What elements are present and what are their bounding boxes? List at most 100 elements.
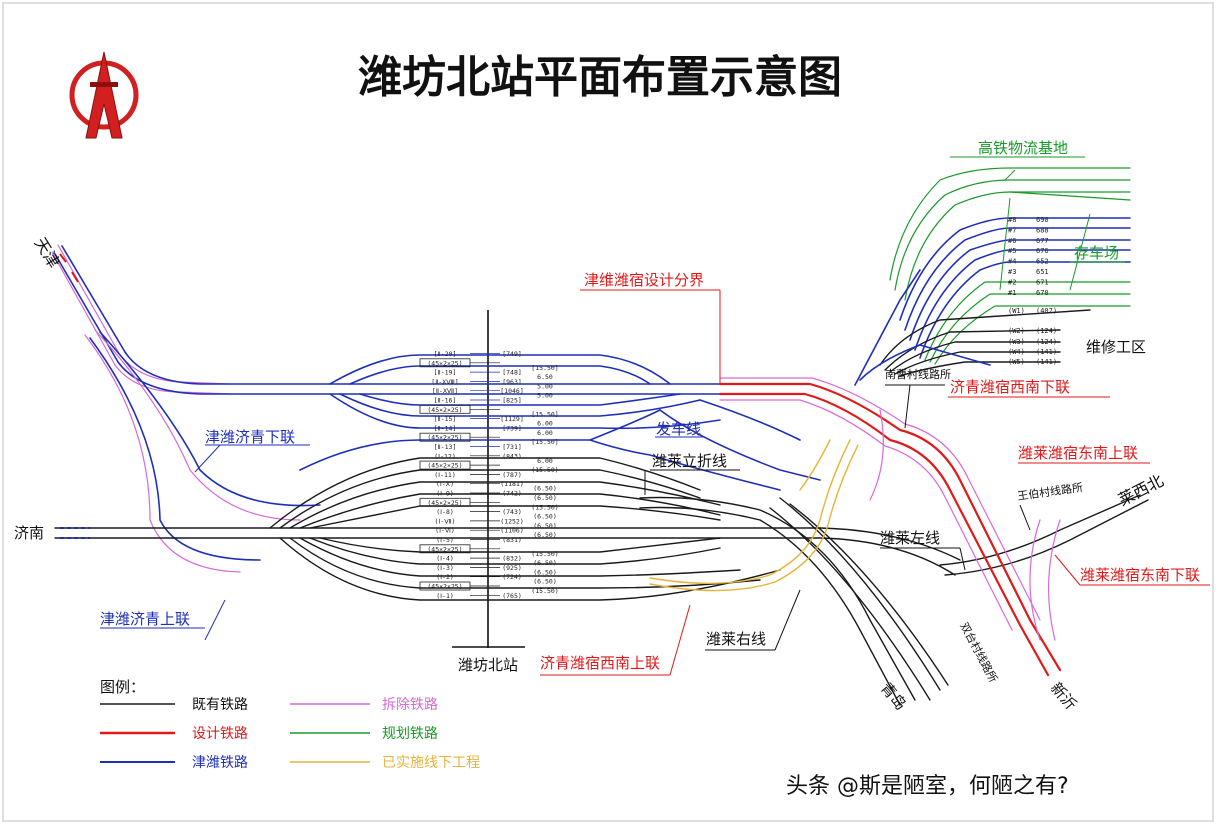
yard-track-name: [Ⅱ-XⅧ] xyxy=(431,378,458,386)
label-jinwei-jiqing-up: 津潍济青上联 xyxy=(100,610,190,628)
maintenance-track-name: (W3) xyxy=(1008,338,1025,346)
label-weilai-turnback: 潍莱立折线 xyxy=(652,452,727,470)
yard-track-length: [1129] xyxy=(500,415,523,423)
yard-track-length: [1046] xyxy=(500,387,523,395)
design-railway xyxy=(718,377,1062,677)
storage-track-name: #1 xyxy=(1008,289,1016,297)
yard-track-length: [963] xyxy=(502,378,522,386)
yard-track-spacing: 6.00 xyxy=(537,420,553,428)
yard-track-spacing: 5.00 xyxy=(537,392,553,400)
yard-track-length: (1106) xyxy=(500,527,523,535)
storage-track-name: #3 xyxy=(1008,268,1016,276)
yard-track-spacing: (6.50) xyxy=(533,485,556,493)
maintenance-track-name: (W4) xyxy=(1008,348,1025,356)
yard-track-spacing: (6.50) xyxy=(533,513,556,521)
label-maintenance-area: 维修工区 xyxy=(1086,338,1146,356)
yard-track-spacing: [15.50] xyxy=(531,438,558,446)
label-jiqing-weisu-sw-down: 济青潍宿西南下联 xyxy=(950,378,1070,396)
page-title: 潍坊北站平面布置示意图 xyxy=(358,52,842,103)
storage-track-length: 677 xyxy=(1036,237,1049,245)
maintenance-track-name: (W5) xyxy=(1008,358,1025,366)
maintenance-track-name: (W2) xyxy=(1008,327,1025,335)
yard-track-spacing: 5.00 xyxy=(537,382,553,390)
yard-track-name: (45×2×25) xyxy=(427,434,462,442)
maintenance-track-length: (124) xyxy=(1036,327,1057,335)
storage-track-length: 676 xyxy=(1036,247,1049,255)
yard-track-name: (45×2×25) xyxy=(427,406,462,414)
yard-track-spacing: 6.00 xyxy=(537,457,553,465)
label-jiqing-weisu-sw-up: 济青潍宿西南上联 xyxy=(540,654,660,672)
label-jinwei-jiqing-down: 津潍济青下联 xyxy=(205,428,295,446)
yard-track-length: (743) xyxy=(502,508,522,516)
storage-track-name: #2 xyxy=(1008,278,1016,286)
yard-track-name: (Ⅰ-Ⅶ) xyxy=(435,517,456,525)
yard-track-name: (Ⅰ-8) xyxy=(436,508,454,516)
yard-track-name: [Ⅱ-13] xyxy=(434,443,457,451)
maintenance-track-name: (W1) xyxy=(1008,307,1025,315)
lower-yard-tracks xyxy=(269,457,916,706)
watermark-text: 头条 @斯是陋室，何陋之有? xyxy=(786,774,1069,799)
station-name-label: 潍坊北站 xyxy=(458,656,518,674)
yard-track-name: [Ⅱ-14] xyxy=(434,424,457,432)
yard-track-spacing: (15.50) xyxy=(531,550,558,558)
label-hsr-logistics: 高铁物流基地 xyxy=(978,139,1068,157)
storage-track-length: 688 xyxy=(1036,226,1049,234)
tianjin-approach xyxy=(51,244,721,573)
legend-label-implemented: 已实施线下工程 xyxy=(382,755,480,771)
yard-track-name: (Ⅰ-12) xyxy=(434,452,455,460)
label-wangbo-post: 王伯村线路所 xyxy=(1016,480,1083,503)
yard-track-length: [739] xyxy=(502,424,522,432)
main-through-tracks xyxy=(54,494,1149,701)
yard-track-name: (45×2×25) xyxy=(427,462,462,470)
yard-track-spacing: (6.50) xyxy=(533,578,556,586)
yard-track-name: (Ⅰ-Ⅵ) xyxy=(435,527,455,535)
label-weilai-weisu-se-up: 潍莱潍宿东南上联 xyxy=(1018,444,1138,462)
yard-track-length: (832) xyxy=(502,555,522,563)
place-xinyi: 新沂 xyxy=(1047,679,1080,714)
yard-track-length: [825] xyxy=(502,397,522,405)
maintenance-track-length: (141) xyxy=(1036,348,1057,356)
maintenance-track-length: (124) xyxy=(1036,338,1057,346)
yard-track-length: (831) xyxy=(502,536,522,544)
railway-logo-icon xyxy=(69,51,139,139)
yard-track-spacing: (15.50) xyxy=(531,466,558,474)
legend-label-planned: 规划铁路 xyxy=(382,726,438,742)
storage-track-length: 690 xyxy=(1036,216,1049,224)
storage-track-name: #7 xyxy=(1008,226,1016,234)
yard-track-length: [749] xyxy=(502,350,522,358)
yard-track-name: (45×2×25) xyxy=(427,359,462,367)
legend-label-design: 设计铁路 xyxy=(192,726,248,742)
yard-track-name: (Ⅰ-2) xyxy=(436,573,454,581)
legend-label-jinwei: 津潍铁路 xyxy=(192,755,248,771)
storage-track-length: 670 xyxy=(1036,289,1049,297)
storage-track-name: #6 xyxy=(1008,237,1016,245)
yard-track-name: (45×2×25) xyxy=(427,545,462,553)
yard-track-name: (Ⅰ-Ⅹ) xyxy=(436,480,454,488)
label-shuangtai-post: 双台村线路所 xyxy=(957,620,1000,685)
yard-track-length: (1252) xyxy=(500,517,523,525)
storage-track-name: #5 xyxy=(1008,247,1016,255)
storage-track-name: #4 xyxy=(1008,258,1016,266)
label-storage-yard: 存车场 xyxy=(1074,244,1119,262)
storage-track-name: #8 xyxy=(1008,216,1016,224)
yard-track-length: (787) xyxy=(502,471,522,479)
yard-track-spacing: (6.50) xyxy=(533,559,556,567)
label-weilai-weisu-se-down: 潍莱潍宿东南下联 xyxy=(1080,566,1200,584)
yard-track-length: (724) xyxy=(502,573,522,581)
maintenance-track-length: (407) xyxy=(1036,307,1057,315)
yard-track-name: (Ⅰ-5) xyxy=(436,536,454,544)
label-weilai-right: 潍莱右线 xyxy=(706,630,766,648)
yard-track-name: [Ⅱ-19] xyxy=(434,369,457,377)
yard-track-spacing: (15.50) xyxy=(531,587,558,595)
storage-and-logistics-tracks xyxy=(854,167,1131,386)
yard-track-spacing: (6.50) xyxy=(533,568,556,576)
storage-track-length: 651 xyxy=(1036,268,1049,276)
yard-track-spacing: (15.50) xyxy=(531,503,558,511)
yard-track-length: [731] xyxy=(502,443,522,451)
yard-track-length: (843) xyxy=(502,452,522,460)
leader-lines xyxy=(100,156,1210,676)
yard-track-spacing: 6.50 xyxy=(537,373,553,381)
yard-track-spacing: (6.50) xyxy=(533,494,556,502)
yard-track-spacing: [15.50] xyxy=(531,364,558,372)
place-jinan: 济南 xyxy=(14,524,44,542)
